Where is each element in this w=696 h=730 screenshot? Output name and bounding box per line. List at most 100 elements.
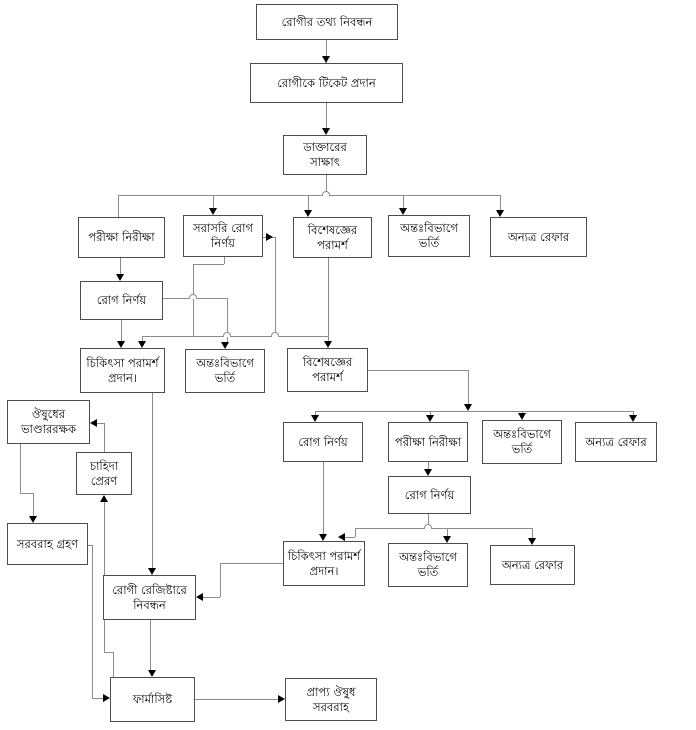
node-indoor-3: অন্তঃবিভাগে ভর্তি: [482, 420, 562, 464]
connector: [308, 195, 309, 210]
line-jump: [271, 332, 279, 337]
connector: [323, 462, 324, 534]
arrowhead: [464, 404, 472, 411]
node-refer-2: অন্যত্র রেফার: [575, 422, 657, 462]
connector: [92, 698, 103, 699]
node-pharmacist: ফার্মাসিষ্ট: [110, 677, 195, 722]
arrowhead: [399, 208, 407, 215]
connector: [345, 537, 355, 538]
connector: [104, 423, 105, 452]
connector: [20, 493, 33, 494]
node-storekeeper: ঔষুধের ভাণ্ডাররক্ষক: [7, 400, 90, 444]
node-indoor-1: অন্তঃবিভাগে ভর্তি: [388, 215, 470, 257]
arrowhead: [117, 341, 125, 348]
connector: [315, 411, 316, 415]
arrowhead: [424, 469, 432, 476]
node-diagnosis-1: রোগ নির্ণয়: [80, 281, 163, 320]
connector: [447, 528, 448, 536]
arrowhead: [100, 495, 108, 502]
arrowhead: [496, 210, 504, 217]
connector: [88, 545, 92, 546]
node-refer-3: অন্যত্র রেফার: [490, 545, 575, 585]
line-jump: [322, 191, 330, 196]
arrowhead: [103, 694, 110, 702]
arrowhead: [629, 415, 637, 422]
connector: [428, 514, 429, 528]
connector: [500, 195, 501, 210]
node-indoor-2: অন্তঃবিভাগে ভর্তি: [185, 349, 265, 393]
connector: [113, 652, 114, 677]
arrowhead: [319, 534, 327, 541]
node-ticket: রোগীকে টিকেট প্রদান: [250, 63, 403, 103]
node-indoor-4: অন্তঃবিভাগে ভর্তি: [388, 543, 468, 587]
node-specialist-1: বিশেষজ্ঞের পরামর্শ: [293, 217, 372, 258]
arrowhead: [518, 413, 526, 420]
connector: [368, 370, 468, 371]
connector: [120, 258, 121, 274]
arrowhead: [426, 415, 434, 422]
node-tests-2: পরীক্ষা নিরীক্ষা: [388, 422, 468, 462]
connector: [118, 195, 119, 217]
node-tests-1: পরীক্ষা নিরীক্ষা: [78, 217, 165, 258]
connector: [633, 411, 634, 415]
connector: [104, 652, 113, 653]
connector: [532, 528, 533, 538]
connector: [428, 462, 429, 469]
node-direct-diagnosis: সরাসরি রোগ নির্ণয়: [183, 215, 263, 257]
arrowhead: [221, 342, 229, 349]
connector: [220, 563, 221, 597]
connector: [275, 237, 276, 336]
connector: [220, 563, 283, 564]
connector: [315, 411, 633, 412]
line-jump: [189, 294, 197, 299]
connector: [142, 336, 328, 337]
connector: [355, 528, 356, 537]
node-specialist-2: বিশেষজ্ঞের পরামর্শ: [287, 348, 368, 392]
arrowhead: [148, 670, 156, 677]
connector: [224, 257, 225, 264]
connector: [326, 40, 327, 63]
connector: [213, 195, 214, 208]
connector: [121, 320, 122, 341]
connector: [522, 411, 523, 413]
line-jump: [424, 524, 432, 529]
arrowhead: [528, 538, 536, 545]
connector: [20, 444, 21, 493]
connector: [328, 258, 329, 341]
node-supply: সরবরাহ গ্রহণ: [7, 523, 88, 565]
connector: [430, 411, 431, 415]
connector: [193, 264, 194, 336]
arrowhead: [324, 341, 332, 348]
connector: [33, 493, 34, 516]
connector: [326, 103, 327, 128]
connector: [403, 195, 404, 208]
connector: [195, 699, 278, 700]
arrowhead: [443, 536, 451, 543]
node-register: রোগী রেজিষ্টারে নিবন্ধন: [103, 575, 196, 620]
node-treatment-2: চিকিৎসা পরামর্শ প্রদান।: [283, 541, 365, 586]
node-doctor-visit: ডাক্তারের সাক্ষাৎ: [283, 135, 367, 175]
connector: [203, 597, 220, 598]
arrowhead: [138, 341, 146, 348]
arrowhead: [90, 419, 97, 427]
connector: [227, 298, 228, 342]
arrowhead: [311, 415, 319, 422]
arrowhead: [278, 695, 285, 703]
line-jump: [223, 332, 231, 337]
node-demand: চাহিদা প্রেরণ: [76, 452, 132, 495]
arrowhead: [338, 533, 345, 541]
connector: [193, 264, 224, 265]
connector: [326, 175, 327, 195]
node-refer-1: অন্যত্র রেফার: [490, 217, 587, 257]
node-medicine-supply: প্রাপ্য ঔষুধ সরবরাহ: [285, 678, 377, 721]
connector: [92, 545, 93, 698]
arrowhead: [148, 568, 156, 575]
connector: [150, 620, 151, 670]
arrowhead: [196, 593, 203, 601]
connector: [142, 336, 143, 341]
arrowhead: [116, 274, 124, 281]
arrowhead: [322, 56, 330, 63]
arrowhead: [209, 208, 217, 215]
node-patient-info: রোগীর তথ্য নিবন্ধন: [256, 4, 398, 40]
